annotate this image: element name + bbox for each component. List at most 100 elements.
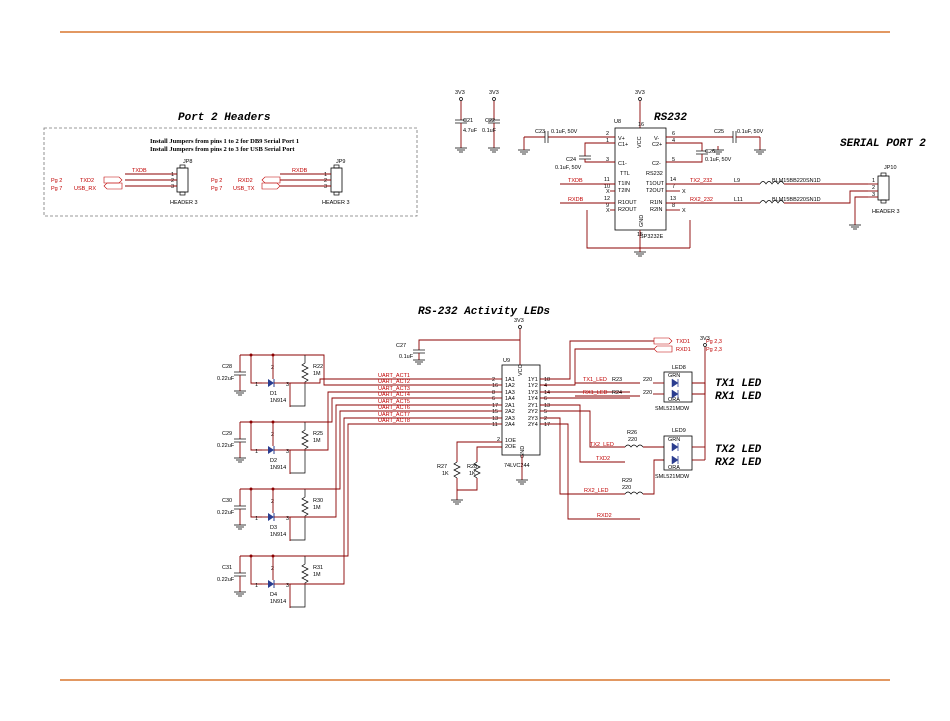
svg-text:220: 220 — [628, 437, 637, 443]
svg-text:2: 2 — [171, 178, 174, 184]
uart-act-label: UART_ACT2 — [378, 379, 410, 385]
uart-act-label: UART_ACT6 — [378, 405, 410, 411]
svg-text:3: 3 — [171, 184, 174, 190]
svg-text:2: 2 — [606, 131, 609, 137]
svg-text:C1-: C1- — [618, 161, 627, 167]
res-value: 1M — [313, 572, 321, 578]
svg-text:0.1uF, 50V: 0.1uF, 50V — [551, 129, 578, 135]
diode-part: 1N914 — [270, 532, 286, 538]
jp8-txdb: TXDB — [132, 168, 147, 174]
cap-value: 0.22uF — [217, 577, 235, 583]
tx2-led-net: TX2_LED — [590, 442, 614, 448]
u9-pin-num-right: 18 — [544, 377, 550, 383]
diode-ref: D1 — [270, 391, 277, 397]
svg-text:3V3: 3V3 — [455, 90, 465, 96]
u9-pin-num-right: 14 — [544, 390, 550, 396]
rx1-led-label: RX1 LED — [715, 391, 762, 403]
uart-act-label: UART_ACT1 — [378, 373, 410, 379]
u9-pin-y: 2Y3 — [528, 416, 538, 422]
svg-text:2OE: 2OE — [505, 444, 516, 450]
svg-text:Pg 7: Pg 7 — [211, 186, 222, 192]
diode-pin: 1 — [255, 449, 258, 455]
uart-act-label: UART_ACT8 — [378, 418, 410, 424]
svg-text:0.1uF, 50V: 0.1uF, 50V — [555, 165, 582, 171]
svg-text:0.1uF: 0.1uF — [482, 128, 497, 134]
rx2-232-net: RX2_232 — [690, 197, 713, 203]
activity-leds-title: RS-232 Activity LEDs — [418, 306, 550, 318]
svg-text:Pg 7: Pg 7 — [51, 186, 62, 192]
diode-part: 1N914 — [270, 465, 286, 471]
svg-text:R27: R27 — [437, 464, 447, 470]
svg-text:GND: GND — [520, 446, 526, 458]
u9-pin-y: 2Y1 — [528, 403, 538, 409]
svg-text:1: 1 — [606, 138, 609, 144]
svg-text:ORA: ORA — [668, 465, 680, 471]
svg-text:SML521MDW: SML521MDW — [655, 474, 690, 480]
diode-part: 1N914 — [270, 398, 286, 404]
svg-text:3V3: 3V3 — [514, 318, 524, 324]
jumper-note-2: Install Jumpers from pins 2 to 3 for USB… — [150, 146, 295, 153]
svg-text:L11: L11 — [734, 197, 743, 203]
r29-resistor — [624, 491, 644, 495]
txd2-label: TXD2 — [80, 178, 94, 184]
svg-text:74LVC244: 74LVC244 — [504, 463, 530, 469]
u9-pin-num-left: 6 — [492, 396, 495, 402]
svg-text:T1OUT: T1OUT — [646, 181, 665, 187]
res-value: 1M — [313, 438, 321, 444]
svg-text:C24: C24 — [566, 157, 576, 163]
u9-pin-num-right: 13 — [544, 403, 550, 409]
svg-text:4: 4 — [672, 138, 675, 144]
diode-pin: 3 — [286, 583, 289, 589]
diode-pin: 2 — [271, 432, 274, 438]
cap-value: 0.22uF — [217, 510, 235, 516]
u9-pin-y: 2Y2 — [528, 409, 538, 415]
res-value: 1M — [313, 505, 321, 511]
svg-text:9: 9 — [606, 203, 609, 209]
svg-text:C22: C22 — [485, 118, 495, 124]
jp9-header: JP9 HEADER 3 1 2 3 — [322, 159, 350, 206]
res-ref: R31 — [313, 565, 323, 571]
u8-ref: U8 — [614, 119, 621, 125]
txd1-port-flag — [653, 337, 673, 345]
svg-text:V+: V+ — [618, 136, 625, 142]
cap-ref: C30 — [222, 498, 232, 504]
rxd2-port-flag — [261, 176, 281, 184]
rxd1-port-flag — [653, 345, 673, 353]
port2-headers-title: Port 2 Headers — [178, 112, 271, 124]
svg-text:LED9: LED9 — [672, 428, 686, 434]
usb-rx-port-flag — [103, 182, 123, 190]
svg-text:220: 220 — [643, 390, 652, 396]
u9-pin-a: 1A1 — [505, 377, 515, 383]
u9-pin-a: 1A2 — [505, 383, 515, 389]
u9-pin-y: 1Y3 — [528, 390, 538, 396]
tx1-led-label: TX1 LED — [715, 378, 762, 390]
svg-text:Pg 2,3: Pg 2,3 — [706, 339, 722, 345]
u9-pin-num-left: 16 — [492, 383, 498, 389]
svg-text:ORA: ORA — [668, 397, 680, 403]
svg-text:3: 3 — [324, 184, 327, 190]
diode-ref: D3 — [270, 525, 277, 531]
rx2-led-label: RX2 LED — [715, 457, 762, 469]
svg-text:10: 10 — [604, 184, 610, 190]
tx1-led-net: TX1_LED — [583, 377, 607, 383]
c22-capacitor: 3V3 C22 0.1uF — [482, 90, 500, 153]
diode-pin: 3 — [286, 516, 289, 522]
u9-pin-num-right: 6 — [544, 396, 547, 402]
svg-text:0.1uF, 50V: 0.1uF, 50V — [737, 129, 764, 135]
u9-pin-y: 1Y2 — [528, 383, 538, 389]
diode-part: 1N914 — [270, 599, 286, 605]
jp10-header: JP10 HEADER 3 1 2 3 — [872, 165, 900, 215]
uart-act-label: UART_ACT4 — [378, 392, 410, 398]
jumper-note-1: Install Jumpers from pins 1 to 2 for DB9… — [150, 138, 299, 145]
svg-text:7: 7 — [672, 184, 675, 190]
c21-capacitor: 3V3 C21 4.7uF — [455, 90, 478, 153]
svg-text:C27: C27 — [396, 343, 406, 349]
svg-text:GND: GND — [639, 215, 645, 227]
jp9-part: HEADER 3 — [322, 200, 350, 206]
txd2-port-flag — [103, 176, 123, 184]
svg-text:T2IN: T2IN — [618, 188, 630, 194]
res-ref: R30 — [313, 498, 323, 504]
svg-text:14: 14 — [670, 177, 676, 183]
